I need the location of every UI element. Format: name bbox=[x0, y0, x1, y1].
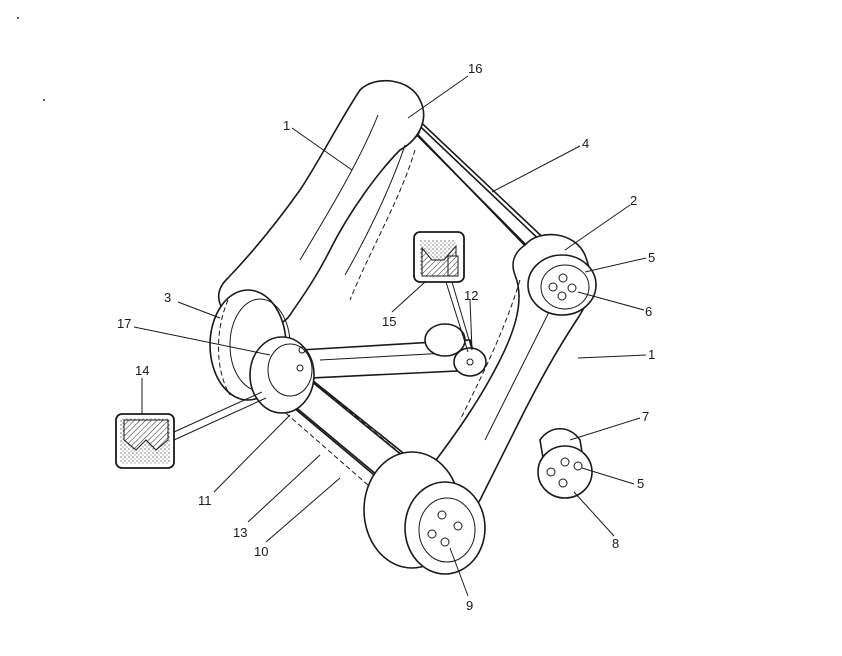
callout-17: 17 bbox=[117, 316, 131, 331]
callout-1-upper: 1 bbox=[283, 118, 290, 133]
callout-5-upper: 5 bbox=[648, 250, 655, 265]
speck bbox=[17, 17, 19, 19]
callout-12: 12 bbox=[464, 288, 478, 303]
speck bbox=[43, 99, 45, 101]
callout-10: 10 bbox=[254, 544, 268, 559]
left-arm bbox=[217, 79, 425, 330]
callout-15: 15 bbox=[382, 314, 396, 329]
callout-8: 8 bbox=[612, 536, 619, 551]
callout-14: 14 bbox=[135, 363, 149, 378]
callout-labels: 16 1 4 2 5 6 1 7 5 8 9 12 3 17 14 15 11 … bbox=[117, 61, 655, 613]
seal-detail-15 bbox=[413, 231, 473, 353]
callout-5-lower: 5 bbox=[637, 476, 644, 491]
callout-13: 13 bbox=[233, 525, 247, 540]
callout-11: 11 bbox=[198, 493, 212, 508]
rear-bushing bbox=[424, 323, 466, 357]
callout-7: 7 bbox=[642, 409, 649, 424]
lower-right-pin bbox=[537, 427, 593, 499]
callout-9: 9 bbox=[466, 598, 473, 613]
left-pivot bbox=[249, 336, 315, 414]
leader-lines bbox=[133, 75, 647, 597]
front-pin bbox=[363, 451, 486, 575]
callout-16: 16 bbox=[468, 61, 482, 76]
callout-3: 3 bbox=[164, 290, 171, 305]
upper-pin bbox=[527, 254, 597, 316]
callout-2: 2 bbox=[630, 193, 637, 208]
callout-1-lower: 1 bbox=[648, 347, 655, 362]
seal-detail-14 bbox=[115, 391, 267, 469]
callout-4: 4 bbox=[582, 136, 589, 151]
callout-6: 6 bbox=[645, 304, 652, 319]
